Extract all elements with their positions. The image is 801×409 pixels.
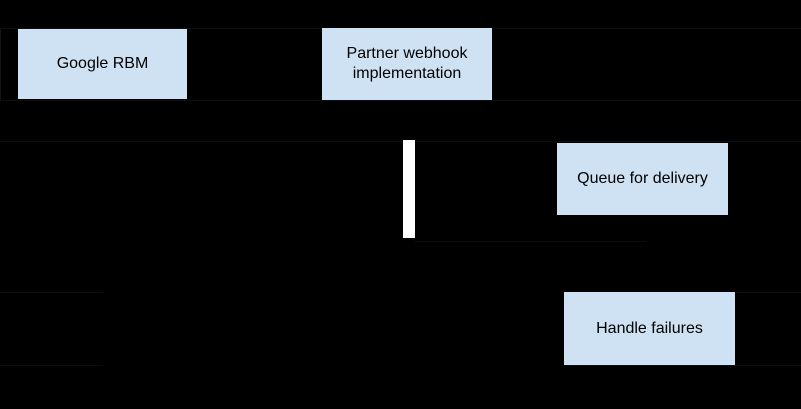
node-google-rbm: Google RBM: [18, 29, 187, 99]
node-handle-failures-label: Handle failures: [596, 319, 703, 337]
faint-row3-top-line-left: [0, 292, 103, 293]
faint-row2-bottom-line: [415, 241, 646, 242]
faint-left-edge-line: [0, 28, 1, 100]
activation-bar: [403, 140, 415, 238]
faint-row1-bottom-line: [0, 100, 801, 101]
faint-row2-top-line: [0, 141, 801, 142]
node-handle-failures: Handle failures: [564, 292, 735, 365]
node-queue-for-delivery: Queue for delivery: [557, 143, 728, 215]
node-partner-webhook-implementation-label: Partner webhook implementation: [346, 45, 468, 82]
faint-row3-bottom-line-right: [564, 365, 801, 366]
faint-row3-top-line-right: [735, 292, 801, 293]
faint-row3-bottom-line-left: [0, 365, 103, 366]
node-partner-webhook-implementation: Partner webhook implementation: [322, 28, 492, 100]
node-queue-for-delivery-label: Queue for delivery: [577, 170, 708, 187]
node-google-rbm-label: Google RBM: [56, 55, 149, 72]
